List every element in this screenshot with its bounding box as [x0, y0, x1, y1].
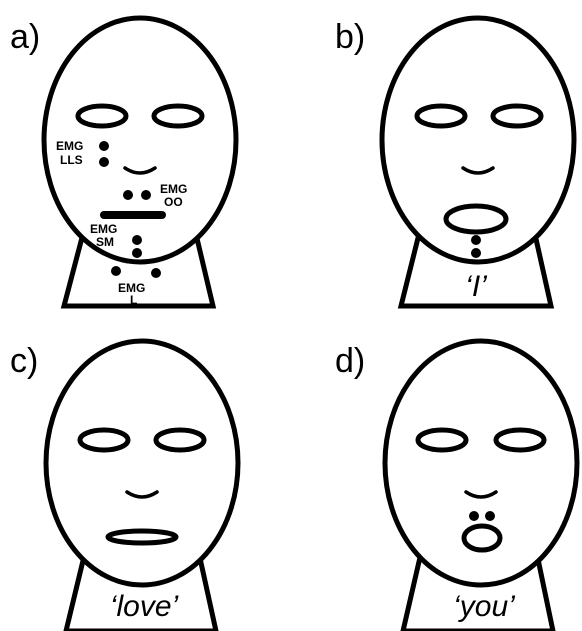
panel-d-label: d) [335, 342, 365, 380]
right-eye [493, 427, 547, 453]
left-eye [415, 427, 469, 453]
panel-c-label: c) [10, 342, 38, 380]
panel-c: c) ‘love’ [10, 338, 241, 631]
electrode-oo-2 [141, 190, 151, 200]
electrode-lls-2 [99, 157, 109, 167]
emg-oo-label-2: OO [164, 195, 183, 209]
open-mouth [443, 203, 509, 235]
left-eye [414, 103, 468, 129]
electrode-dot [471, 248, 481, 258]
face-outline [41, 15, 239, 265]
electrode-lls-1 [99, 141, 109, 151]
electrode-l-1 [111, 266, 121, 276]
panel-d: d) ‘you’ [335, 338, 580, 631]
face-outline [43, 338, 241, 588]
electrode-oo-1 [123, 190, 133, 200]
nose-curve [461, 166, 495, 175]
electrode-sm-1 [132, 235, 142, 245]
right-eye [153, 427, 207, 453]
emg-lls-label-1: EMG [56, 139, 83, 153]
electrode-l-2 [151, 268, 161, 278]
word-love: ‘love’ [110, 590, 180, 623]
nose-curve [464, 490, 498, 499]
rounded-lips [461, 523, 503, 553]
emg-l-label-2: L [130, 293, 137, 307]
face-outline [382, 338, 580, 588]
left-eye [77, 427, 131, 453]
nose-curve [125, 490, 159, 499]
left-eye [75, 103, 129, 129]
emg-oo-label-1: EMG [160, 182, 187, 196]
electrode-dot [485, 511, 495, 521]
mouth-line [100, 211, 166, 219]
emg-l-label-1: EMG [118, 281, 145, 295]
panel-a: a) EMG LLS EMG OO EMG SM EMG L [10, 15, 239, 309]
electrode-dot [471, 235, 481, 245]
pressed-lips [105, 528, 179, 546]
face-outline [379, 15, 577, 265]
panel-b-label: b) [335, 18, 365, 56]
electrode-dot [469, 511, 479, 521]
electrode-sm-2 [132, 248, 142, 258]
right-eye [151, 103, 205, 129]
emg-sm-label-1: EMG [90, 222, 117, 236]
emg-lls-label-2: LLS [60, 153, 83, 167]
right-eye [490, 103, 544, 129]
nose-curve [123, 166, 157, 175]
panel-b: b) ‘I’ [335, 15, 577, 309]
word-i: ‘I’ [465, 270, 488, 303]
panel-a-label: a) [10, 18, 40, 56]
word-you: ‘you’ [453, 590, 516, 623]
emg-sm-label-2: SM [96, 235, 114, 249]
